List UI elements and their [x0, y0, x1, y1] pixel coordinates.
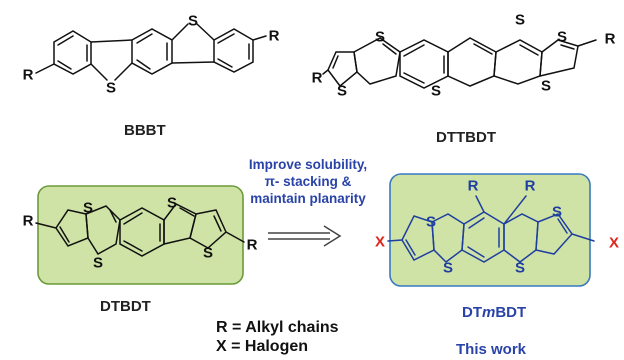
dtmbdt-atom-x: X [608, 234, 620, 252]
bbbt-atom-r: R [268, 27, 280, 45]
bbbt-bonds [35, 23, 267, 81]
dtmbdt-atom-r: R [467, 177, 479, 195]
dtmbdt-name-suffix: BDT [495, 304, 527, 321]
rationale-line: maintain planarity [250, 191, 366, 206]
legend-r: R = Alkyl chains [216, 319, 339, 336]
bbbt-atom-r: R [22, 66, 34, 84]
dtbdt-atom-s: S [82, 199, 94, 217]
dtmbdt-name-italic: m [482, 304, 496, 321]
dttbdt-atom-s: S [540, 77, 552, 95]
dtbdt-atom-s: S [92, 254, 104, 272]
transformation-arrow [268, 225, 342, 247]
dtmbdt-atom-x: X [374, 233, 386, 251]
rationale-line: Improve solubility, [248, 157, 368, 172]
dttbdt-atom-s: S [514, 11, 526, 29]
dttbdt-atom-s: S [430, 82, 442, 100]
this-work-tag: This work [456, 341, 527, 358]
bbbt-atom-s: S [187, 12, 199, 30]
dtmbdt-name: DTmBDT [462, 304, 526, 321]
substituent-legend: R = Alkyl chains X = Halogen [216, 318, 339, 356]
rationale-line: π- stacking & [264, 174, 352, 189]
dtmbdt-highlight-box [389, 173, 591, 287]
dtmbdt-atom-s: S [442, 259, 454, 277]
dtbdt-bonds [35, 203, 245, 257]
dtbdt-atom-s: S [166, 194, 178, 212]
dttbdt-atom-s: S [374, 28, 386, 46]
bbbt-atom-s: S [105, 79, 117, 97]
dtbdt-atom-r: R [246, 236, 258, 254]
dtmbdt-atom-s: S [514, 259, 526, 277]
dtbdt-highlight-box [37, 185, 244, 285]
dtbdt-atom-r: R [22, 212, 34, 230]
dttbdt-atom-r: R [311, 69, 323, 87]
dtbdt-name: DTBDT [100, 298, 151, 315]
design-rationale: Improve solubility, π- stacking & mainta… [236, 156, 380, 207]
dttbdt-atom-s: S [556, 28, 568, 46]
dttbdt-atom-s: S [336, 82, 348, 100]
dttbdt-atom-r: R [604, 30, 616, 48]
dtmbdt-atom-r: R [524, 177, 536, 195]
dtmbdt-name-prefix: DT [462, 304, 482, 321]
dtmbdt-atom-s: S [551, 203, 563, 221]
dtmbdt-bonds [387, 195, 595, 263]
dtmbdt-atom-s: S [425, 213, 437, 231]
legend-x: X = Halogen [216, 338, 309, 355]
dtbdt-atom-s: S [202, 244, 214, 262]
bbbt-name: BBBT [124, 122, 166, 139]
dttbdt-name: DTTBDT [436, 129, 496, 146]
dttbdt-bonds [322, 37, 597, 89]
